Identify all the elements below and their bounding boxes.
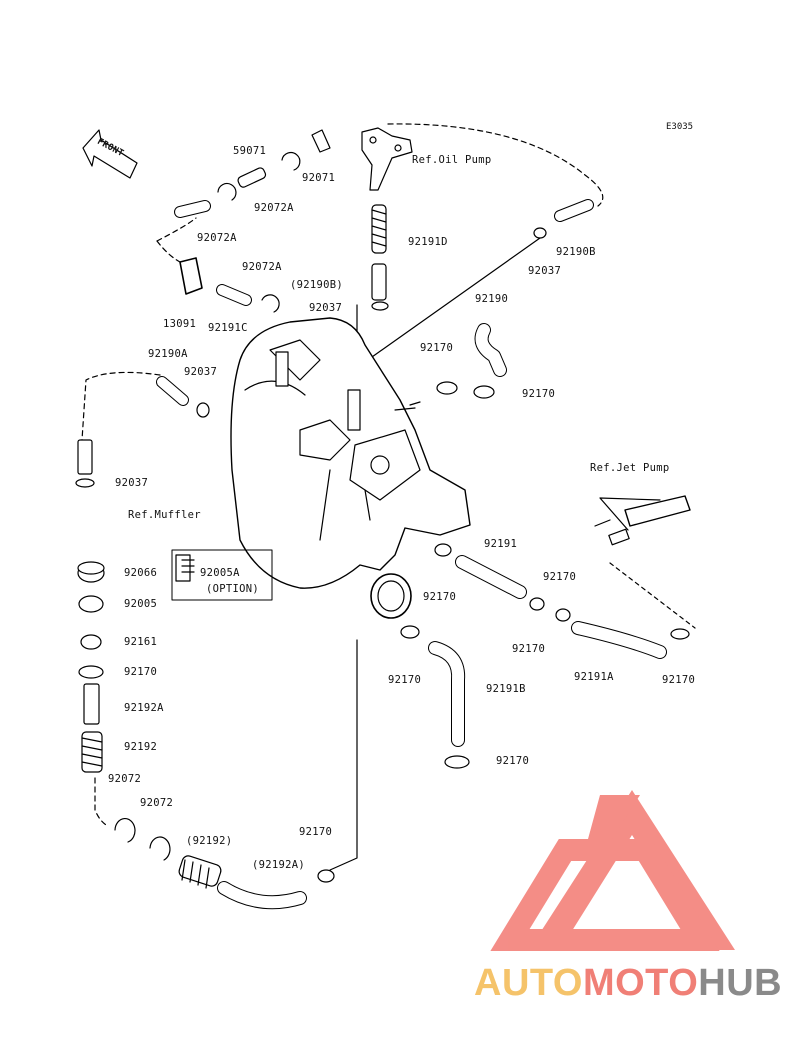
part-92191a-label: 92191A <box>574 671 614 683</box>
part-92190b-label: 92190B <box>556 246 596 258</box>
ref-muffler-label: Ref.Muffler <box>128 509 201 521</box>
watermark-logo-icon <box>490 790 735 951</box>
part-92170-a-label: 92170 <box>420 342 454 354</box>
part-92170-d-label: 92170 <box>543 571 577 583</box>
part-92072-a-label: 92072 <box>108 773 142 785</box>
part-92191d-label: 92191D <box>408 236 448 248</box>
part-92190-label: 92190 <box>475 293 509 305</box>
option-label: (OPTION) <box>206 583 259 595</box>
part-92072a-mid-label: 92072A <box>242 261 282 273</box>
front-arrow-icon <box>82 129 138 179</box>
part-92190b-paren-label: (92190B) <box>290 279 343 291</box>
part-92071-label: 92071 <box>302 172 336 184</box>
ref-oil-pump-label: Ref.Oil Pump <box>412 154 492 166</box>
part-92170-c-label: 92170 <box>423 591 457 603</box>
brand-hub: HUB <box>698 962 783 1004</box>
part-92005a-label: 92005A <box>200 567 240 579</box>
part-92190a-label: 92190A <box>148 348 188 360</box>
part-92170-f-label: 92170 <box>662 674 696 686</box>
part-92192-label: 92192 <box>124 741 158 753</box>
part-92037-c-label: 92037 <box>184 366 218 378</box>
brand-moto: MOTO <box>582 962 699 1004</box>
part-59071-label: 59071 <box>233 145 267 157</box>
part-92072a-top-label: 92072A <box>254 202 294 214</box>
part-92005-label: 92005 <box>124 598 158 610</box>
watermark-brand: AUTOMOTOHUB <box>474 962 782 1005</box>
ref-jet-pump-label: Ref.Jet Pump <box>590 462 670 474</box>
part-92170-e-label: 92170 <box>512 643 546 655</box>
brand-auto: AUTO <box>474 962 583 1004</box>
part-92192a-paren-label: (92192A) <box>252 859 305 871</box>
part-92191c-label: 92191C <box>208 322 248 334</box>
part-92161-label: 92161 <box>124 636 158 648</box>
part-92191b-label: 92191B <box>486 683 526 695</box>
part-92170-b-label: 92170 <box>522 388 556 400</box>
part-92072-b-label: 92072 <box>140 797 174 809</box>
part-92037-mid-label: 92037 <box>309 302 343 314</box>
part-92191-label: 92191 <box>484 538 518 550</box>
part-92170-i-label: 92170 <box>496 755 530 767</box>
part-92066-label: 92066 <box>124 567 158 579</box>
part-92170-h-label: 92170 <box>388 674 422 686</box>
diagram-code: E3035 <box>666 122 694 132</box>
part-92072a-left-label: 92072A <box>197 232 237 244</box>
part-92037-d-label: 92037 <box>115 477 149 489</box>
part-92037-right-label: 92037 <box>528 265 562 277</box>
part-92192-paren-label: (92192) <box>186 835 233 847</box>
part-13091-label: 13091 <box>163 318 197 330</box>
part-92170-g-label: 92170 <box>124 666 158 678</box>
part-92170-j-label: 92170 <box>299 826 333 838</box>
part-92192a-label: 92192A <box>124 702 164 714</box>
